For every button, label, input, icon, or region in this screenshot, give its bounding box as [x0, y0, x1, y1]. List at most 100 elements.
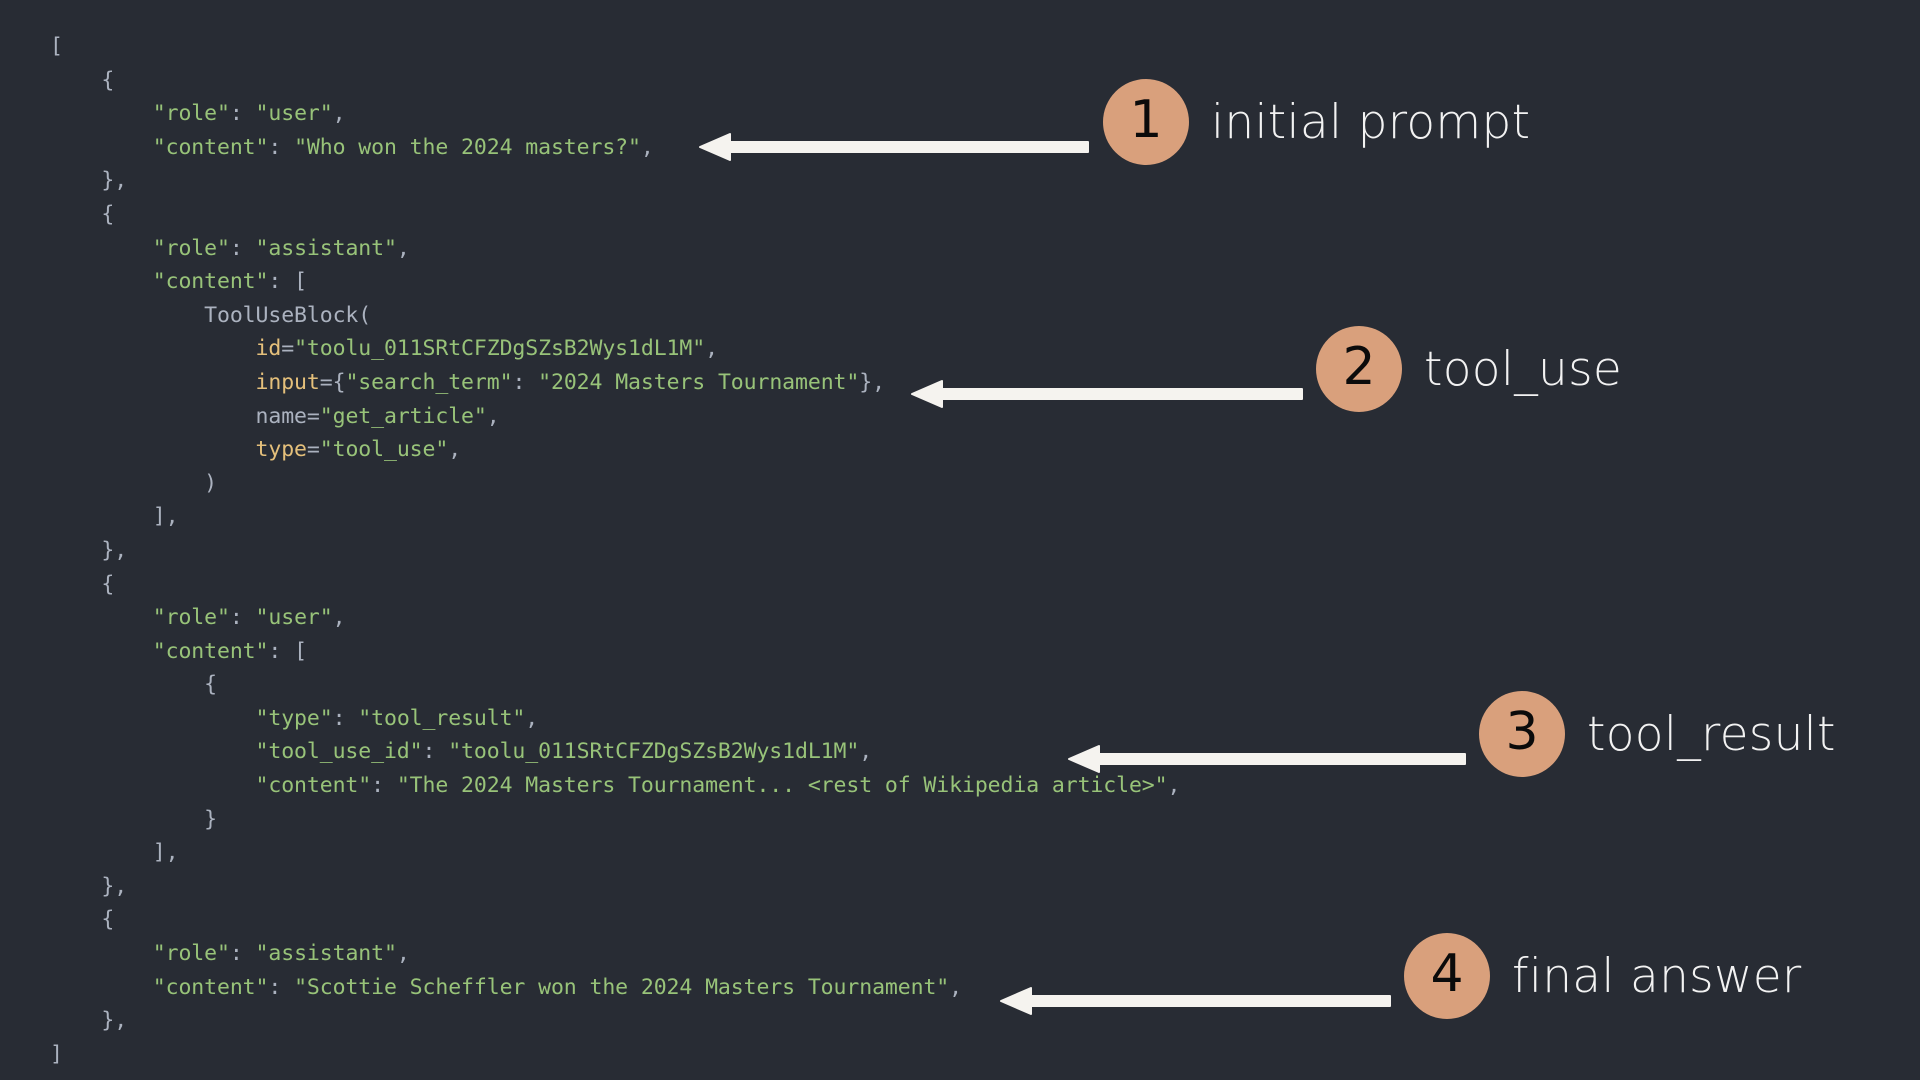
annotation-label-2: tool_use: [1424, 341, 1623, 397]
code-token-punct: =: [306, 437, 320, 463]
code-token-punct: ,: [705, 336, 718, 362]
code-token-str: "search_term": [345, 369, 513, 395]
code-token-str: "user": [255, 101, 333, 127]
code-line: "content": [: [0, 265, 1300, 299]
step-badge-4: 4: [1404, 933, 1490, 1019]
code-indent: [50, 1008, 101, 1033]
code-indent: [50, 168, 101, 193]
code-token-punct: ={: [319, 369, 346, 395]
code-token-punct: :: [268, 269, 295, 295]
code-token-punct: :: [512, 369, 539, 395]
code-indent: [50, 538, 101, 563]
code-token-punct: },: [101, 537, 128, 563]
code-token-punct: ,: [486, 403, 500, 429]
code-token-punct: },: [101, 1008, 128, 1034]
code-token-punct: {: [101, 67, 115, 93]
step-badge-1: 1: [1103, 79, 1189, 165]
code-token-str: "toolu_011SRtCFZDgSZsB2Wys1dL1M": [294, 336, 706, 362]
code-line: },: [0, 870, 1300, 904]
code-line: name="get_article",: [0, 400, 1300, 434]
code-token-punct: ,: [640, 134, 654, 160]
code-token-str: "role": [152, 101, 230, 127]
code-token-str: "toolu_011SRtCFZDgSZsB2Wys1dL1M": [448, 739, 860, 765]
code-line: },: [0, 1004, 1300, 1038]
code-token-str: "role": [152, 941, 230, 967]
code-indent: [50, 874, 101, 899]
code-token-str: "Scottie Scheffler won the 2024 Masters …: [294, 974, 950, 1000]
annotation-label-3: tool_result: [1587, 706, 1836, 762]
code-token-punct: {: [101, 201, 115, 227]
code-line: ToolUseBlock(: [0, 299, 1300, 333]
code-token-str: "tool_use_id": [255, 739, 423, 765]
code-indent: [50, 639, 153, 664]
code-line: type="tool_use",: [0, 433, 1300, 467]
code-token-str: "role": [152, 605, 230, 631]
code-block: [ { "role": "user", "content": "Who won …: [0, 30, 1300, 1072]
code-token-punct: :: [422, 739, 449, 765]
annotation-3: 3 tool_result: [1479, 691, 1836, 777]
code-indent: [50, 101, 153, 126]
code-line: {: [0, 568, 1300, 602]
code-token-str: "The 2024 Masters Tournament... <rest of…: [396, 773, 1168, 799]
code-token-punct: ,: [396, 941, 410, 967]
code-token-punct: ,: [448, 437, 462, 463]
code-token-str: "type": [255, 705, 333, 731]
code-token-punct: :: [229, 235, 256, 261]
code-line: id="toolu_011SRtCFZDgSZsB2Wys1dL1M",: [0, 332, 1300, 366]
code-line: ]: [0, 1038, 1300, 1072]
code-line: "content": "Scottie Scheffler won the 20…: [0, 971, 1300, 1005]
code-indent: [50, 739, 256, 764]
code-indent: [50, 370, 256, 395]
code-indent: [50, 336, 256, 361]
annotation-4: 4 final answer: [1404, 933, 1802, 1019]
code-token-punct: ],: [152, 840, 179, 866]
code-indent: [50, 773, 256, 798]
code-token-str: "content": [255, 773, 372, 799]
code-token-str: "assistant": [255, 941, 397, 967]
code-line: input={"search_term": "2024 Masters Tour…: [0, 366, 1300, 400]
code-token-punct: :: [229, 941, 256, 967]
code-token-punct: },: [101, 168, 128, 194]
code-indent: [50, 236, 153, 261]
code-line: {: [0, 668, 1300, 702]
code-token-punct: :: [229, 101, 256, 127]
pointer-arrow-4: [1000, 987, 1391, 1015]
code-indent: [50, 504, 153, 529]
code-line: }: [0, 803, 1300, 837]
code-indent: [50, 68, 101, 93]
code-line: },: [0, 534, 1300, 568]
code-token-punct: ],: [152, 504, 179, 530]
code-token-punct: =: [281, 336, 295, 362]
code-line: "role": "assistant",: [0, 232, 1300, 266]
code-indent: [50, 807, 204, 832]
code-indent: [50, 907, 101, 932]
code-token-punct: ]: [50, 1041, 63, 1067]
code-line: "type": "tool_result",: [0, 702, 1300, 736]
code-token-punct: {: [101, 907, 115, 933]
code-line: "role": "user",: [0, 97, 1300, 131]
code-indent: [50, 706, 256, 731]
annotation-label-4: final answer: [1512, 948, 1802, 1004]
code-line: ): [0, 467, 1300, 501]
code-token-str: "user": [255, 605, 333, 631]
code-indent: [50, 437, 256, 462]
code-indent: [50, 605, 153, 630]
code-line: ],: [0, 836, 1300, 870]
code-token-punct: =: [306, 403, 320, 429]
code-line: {: [0, 198, 1300, 232]
code-line: "content": "Who won the 2024 masters?",: [0, 131, 1300, 165]
code-token-punct: [: [50, 34, 63, 59]
step-badge-3: 3: [1479, 691, 1565, 777]
code-indent: [50, 404, 256, 429]
code-token-punct: ,: [332, 605, 346, 631]
code-token-str: "content": [152, 269, 269, 295]
code-token-str: "assistant": [255, 235, 397, 261]
code-line: [: [0, 30, 1300, 64]
code-indent: [50, 135, 153, 160]
code-token-punct: :: [268, 134, 295, 160]
code-token-ident: name: [255, 403, 307, 429]
code-line: },: [0, 164, 1300, 198]
code-token-punct: :: [229, 605, 256, 631]
code-token-str: "Who won the 2024 masters?": [294, 134, 641, 160]
